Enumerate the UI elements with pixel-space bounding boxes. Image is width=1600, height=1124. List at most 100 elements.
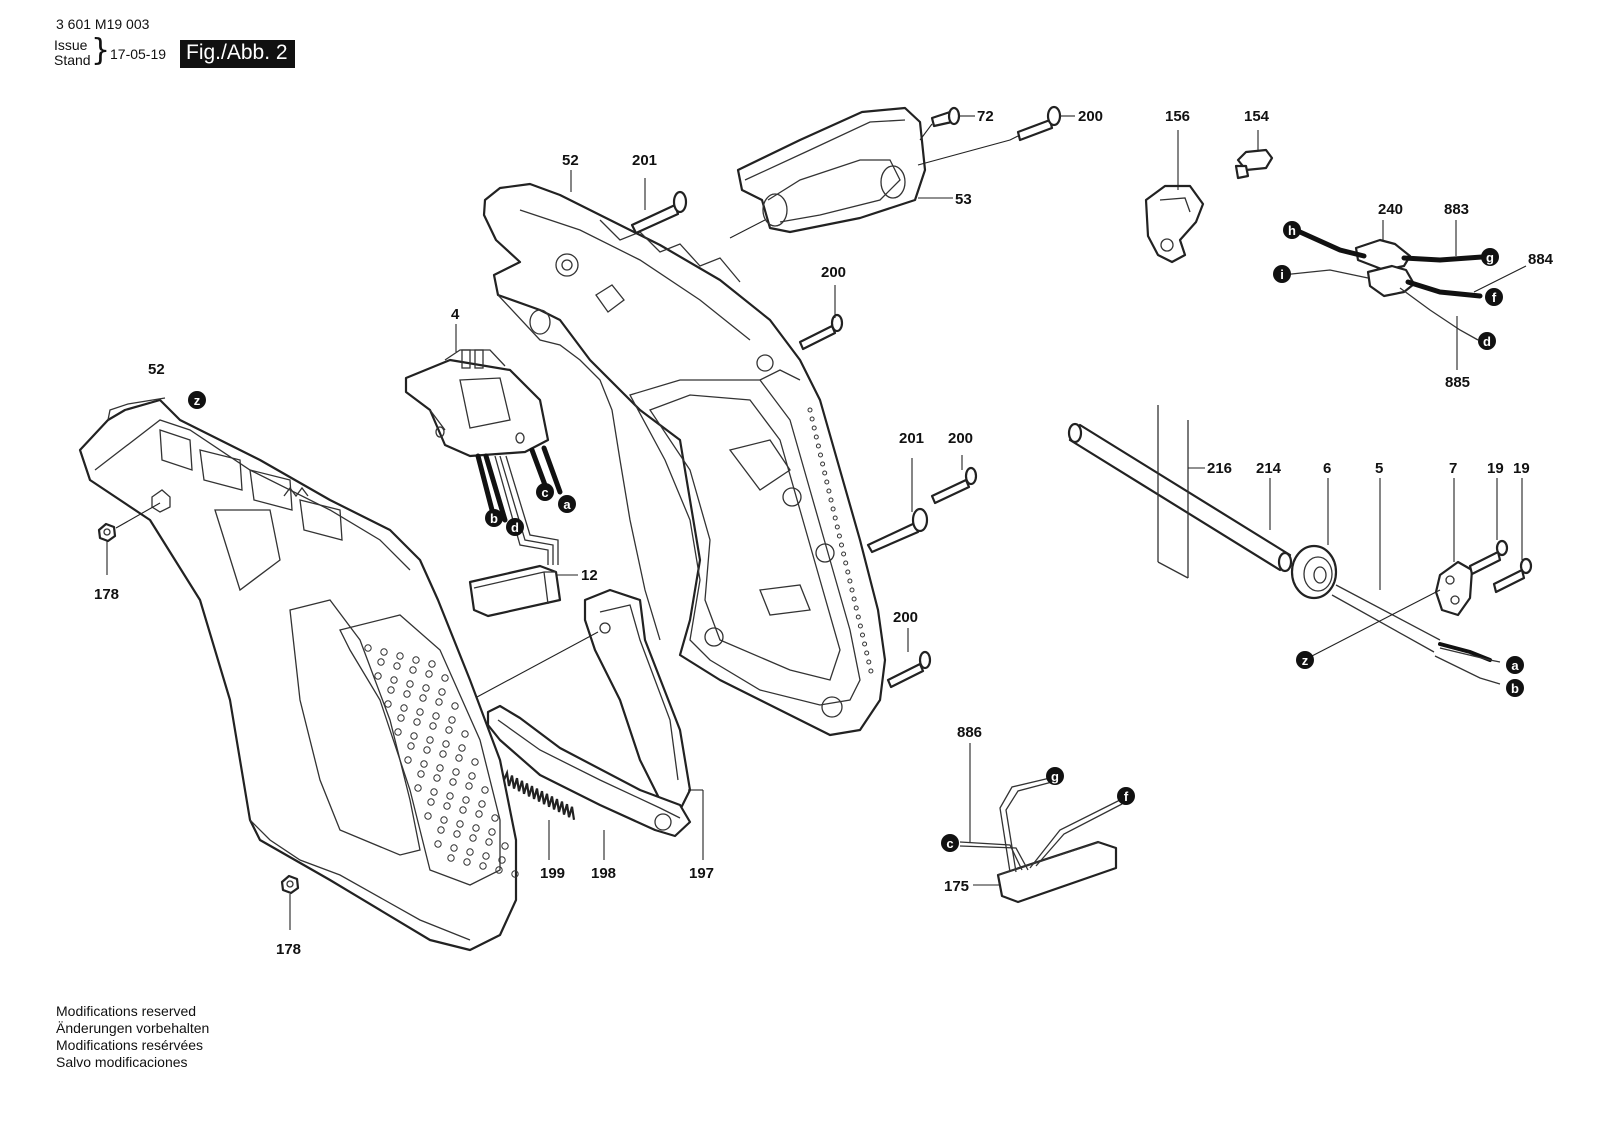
- label-197: 197: [689, 865, 714, 882]
- label-52-top: 52: [562, 152, 579, 169]
- label-201-mid: 201: [899, 430, 924, 447]
- grip-dot: [404, 756, 412, 764]
- grip-texture-left: [364, 644, 519, 878]
- grip-dot: [815, 443, 821, 449]
- grip-dot: [430, 788, 438, 796]
- figure-badge: Fig./Abb. 2: [180, 40, 295, 68]
- grip-dot: [498, 856, 506, 864]
- grip-dot: [466, 848, 474, 856]
- grip-dot: [420, 760, 428, 768]
- grip-dot: [448, 716, 456, 724]
- terminal-240: [1354, 238, 1416, 298]
- grip-dot: [463, 858, 471, 866]
- grip-dot: [849, 587, 855, 593]
- grip-dot: [864, 650, 870, 656]
- grip-dot: [407, 742, 415, 750]
- modifications-notice: Modifications reserved Änderungen vorbeh…: [56, 1003, 209, 1071]
- note-fr: Modifications resérvées: [56, 1037, 204, 1053]
- screw-200-bottom: [886, 650, 932, 689]
- svg-text:d: d: [1483, 334, 1491, 349]
- cable-5: [1331, 584, 1441, 653]
- grip-dot: [860, 632, 865, 638]
- spring-coil: [502, 769, 576, 820]
- marker-c-switch: c: [536, 483, 554, 501]
- grip-dot: [853, 605, 859, 611]
- issue-stand-label: Issue Stand: [54, 38, 91, 68]
- marker-f-cap: f: [1117, 787, 1135, 805]
- screw-72: [930, 106, 961, 128]
- sleeve-216: [1157, 405, 1189, 579]
- grip-dot: [462, 796, 470, 804]
- svg-text:i: i: [1280, 267, 1284, 282]
- grip-dot: [468, 772, 476, 780]
- slider-198: [486, 704, 692, 838]
- grip-dot: [412, 656, 420, 664]
- label-178-bottom: 178: [276, 941, 301, 958]
- grip-dot: [451, 702, 459, 710]
- spring-199: [502, 769, 576, 820]
- label-19-a: 19: [1487, 460, 1504, 477]
- marker-z-left: z: [188, 391, 206, 409]
- grip-dot: [501, 842, 509, 850]
- grip-dot: [435, 698, 443, 706]
- grip-dot: [866, 659, 872, 665]
- label-240: 240: [1378, 201, 1403, 218]
- document-number: 3 601 M19 003: [56, 16, 150, 32]
- label-6: 6: [1323, 460, 1331, 477]
- marker-g-cap: g: [1046, 767, 1064, 785]
- switch-4: [404, 349, 550, 458]
- grip-dot: [453, 830, 461, 838]
- grip-dot: [445, 726, 453, 734]
- note-en: Modifications reserved: [56, 1003, 197, 1019]
- grip-dot: [426, 736, 434, 744]
- grip-dot: [440, 816, 448, 824]
- grip-dot: [488, 828, 496, 836]
- grip-dot: [442, 740, 450, 748]
- grip-dot: [511, 870, 519, 878]
- label-53: 53: [955, 191, 972, 208]
- label-201-top: 201: [632, 152, 657, 169]
- svg-text:f: f: [1492, 290, 1497, 305]
- grip-dot: [828, 497, 834, 503]
- grip-dot: [409, 666, 417, 674]
- label-883: 883: [1444, 201, 1469, 218]
- label-72: 72: [977, 108, 994, 125]
- marker-a-cable: a: [1506, 656, 1524, 674]
- note-de: Änderungen vorbehalten: [56, 1020, 210, 1036]
- grip-dot: [427, 798, 435, 806]
- label-4: 4: [451, 306, 460, 323]
- tube-214: [1067, 422, 1293, 573]
- grip-dot: [422, 684, 430, 692]
- grip-dot: [443, 802, 451, 810]
- svg-text:g: g: [1486, 250, 1494, 265]
- svg-text:z: z: [194, 393, 201, 408]
- screw-154: [1234, 148, 1274, 180]
- grip-dot: [433, 774, 441, 782]
- grip-dot: [387, 686, 395, 694]
- nut-178-bottom: [280, 874, 300, 895]
- screw-201-mid: [866, 507, 929, 554]
- label-154: 154: [1244, 108, 1270, 125]
- grip-dot: [826, 488, 832, 494]
- grip-dot: [377, 658, 385, 666]
- grip-dot: [419, 694, 427, 702]
- handle-half-right: [482, 182, 887, 737]
- svg-text:b: b: [1511, 681, 1519, 696]
- grip-dot: [417, 770, 425, 778]
- grip-dot: [471, 758, 479, 766]
- grip-dot: [384, 700, 392, 708]
- grip-dot: [857, 623, 863, 629]
- grip-dot: [485, 838, 493, 846]
- grip-dot: [414, 784, 422, 792]
- grip-dot: [410, 732, 418, 740]
- screw-200-right: [930, 466, 978, 505]
- grip-dot: [403, 690, 411, 698]
- marker-b-cable: b: [1506, 679, 1524, 697]
- grip-dot: [843, 560, 849, 566]
- svg-text:d: d: [511, 520, 519, 535]
- label-198: 198: [591, 865, 616, 882]
- grip-dot: [807, 407, 813, 413]
- marker-c-cap: c: [941, 834, 959, 852]
- grip-dot: [482, 852, 490, 860]
- grip-dot: [380, 648, 388, 656]
